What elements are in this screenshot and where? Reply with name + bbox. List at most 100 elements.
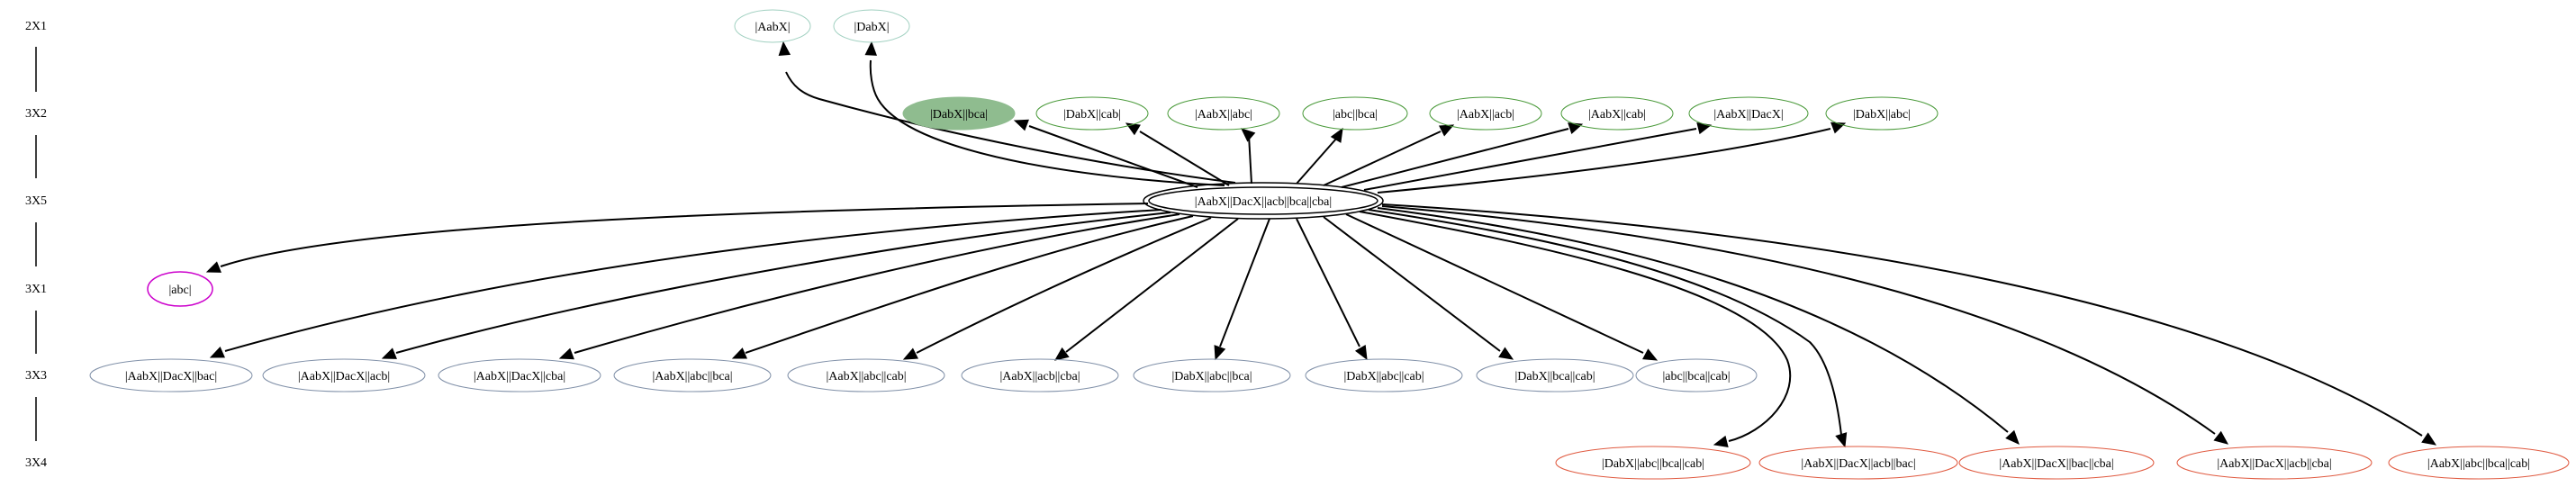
node-label: |DabX| bbox=[854, 21, 889, 34]
arrowhead bbox=[1830, 122, 1847, 134]
arrowhead bbox=[1053, 347, 1070, 361]
edge-to-dabx-abc-cab bbox=[1296, 218, 1368, 361]
node-label: |AabX||abc||bca| bbox=[652, 370, 732, 383]
edge-to-dabx-abc bbox=[1377, 122, 1847, 194]
rank-label-3X5: 3X5 bbox=[25, 194, 47, 208]
node-3x3-aabx-dacx-bac[interactable]: |AabX||DacX||bac| bbox=[89, 358, 253, 392]
node-label: |AabX||acb||cba| bbox=[999, 370, 1080, 383]
arrowhead bbox=[2005, 429, 2020, 445]
edge-to-dabx-bca bbox=[1013, 119, 1198, 188]
node-label: |AabX||DacX| bbox=[1713, 108, 1783, 122]
node-3x3-dabx-bca-cab[interactable]: |DabX||bca||cab| bbox=[1476, 358, 1634, 392]
edge-to-dabx-abc-bca bbox=[1214, 218, 1270, 361]
edge-to-aabx bbox=[778, 41, 1236, 184]
node-3x3-aabx-dacx-cba[interactable]: |AabX||DacX||cba| bbox=[438, 358, 601, 392]
edge-to-aabx-dacx-cba bbox=[558, 213, 1180, 360]
node-2x1-aabx[interactable]: |AabX| bbox=[734, 9, 811, 43]
node-label: |AabX| bbox=[755, 21, 790, 34]
node-3x2-dabx-cab[interactable]: |DabX||cab| bbox=[1035, 96, 1149, 131]
arrowhead bbox=[864, 41, 878, 56]
rank-label-3X4: 3X4 bbox=[25, 456, 47, 470]
node-3x3-aabx-acb-cba[interactable]: |AabX||acb||cba| bbox=[961, 358, 1119, 392]
edge-to-abc-bca-cab bbox=[1345, 213, 1659, 361]
node-label: |AabX||DacX||acb||bac| bbox=[1801, 457, 1915, 471]
edge-to-dabx-bca-cab bbox=[1323, 216, 1514, 360]
arrowhead bbox=[1713, 435, 1729, 448]
node-label: |AabX||DacX||bac| bbox=[125, 370, 217, 383]
node-3x4-dabx-abc-bca-cab[interactable]: |DabX||abc||bca||cab| bbox=[1555, 446, 1751, 480]
node-3x3-dabx-abc-cab[interactable]: |DabX||abc||cab| bbox=[1305, 358, 1463, 392]
arrowhead bbox=[1568, 122, 1584, 134]
node-3x5-aabx-dacx-acb-bca-cba[interactable]: |AabX||DacX||acb||bca||cba| bbox=[1143, 182, 1384, 220]
node-label: |AabX||acb| bbox=[1457, 108, 1514, 122]
node-label: |abc||bca| bbox=[1333, 108, 1378, 122]
node-3x2-dabx-bca[interactable]: |DabX||bca| bbox=[902, 96, 1016, 131]
node-3x3-dabx-abc-bca[interactable]: |DabX||abc||bca| bbox=[1133, 358, 1291, 392]
edge-to-aabx-abc-bca-cab bbox=[1381, 203, 2437, 446]
edge-to-dabx-abc-bca-cab bbox=[1359, 211, 1792, 448]
edge-to-dabx-cab bbox=[1125, 122, 1230, 186]
node-3x2-abc-bca[interactable]: |abc||bca| bbox=[1302, 96, 1408, 131]
node-3x3-aabx-abc-cab[interactable]: |AabX||abc||cab| bbox=[787, 358, 945, 392]
edge-to-aabx-dacx-acb-cba bbox=[1381, 205, 2228, 445]
arrowhead bbox=[1125, 122, 1141, 136]
node-label: |AabX||DacX||acb||cba| bbox=[2217, 457, 2331, 471]
node-3x4-aabx-dacx-acb-bac[interactable]: |AabX||DacX||acb||bac| bbox=[1758, 446, 1958, 480]
rank-label-3X1: 3X1 bbox=[25, 283, 47, 296]
edge-to-aabx-dacx-acb bbox=[381, 212, 1171, 359]
node-3x3-aabx-abc-bca[interactable]: |AabX||abc||bca| bbox=[613, 358, 772, 392]
edge-to-aabx-cab bbox=[1341, 122, 1584, 188]
node-3x2-aabx-dacx[interactable]: |AabX||DacX| bbox=[1688, 96, 1809, 131]
node-3x4-aabx-dacx-acb-cba[interactable]: |AabX||DacX||acb||cba| bbox=[2176, 446, 2373, 480]
node-3x2-aabx-acb[interactable]: |AabX||acb| bbox=[1429, 96, 1542, 131]
node-3x4-aabx-abc-bca-cab[interactable]: |AabX||abc||bca||cab| bbox=[2388, 446, 2570, 480]
arrowhead bbox=[558, 347, 574, 360]
edge-to-aabx-dacx bbox=[1363, 122, 1713, 191]
node-label: |AabX||abc||bca||cab| bbox=[2427, 457, 2530, 471]
edge-to-abc-bca bbox=[1296, 127, 1343, 185]
node-2x1-dabx[interactable]: |DabX| bbox=[833, 9, 910, 43]
node-3x3-aabx-dacx-acb[interactable]: |AabX||DacX||acb| bbox=[262, 358, 426, 392]
node-label: |DabX||bca| bbox=[930, 108, 988, 122]
node-3x3-abc-bca-cab[interactable]: |abc||bca||cab| bbox=[1635, 358, 1758, 392]
edge-to-aabx-abc-cab bbox=[902, 217, 1212, 360]
node-3x4-aabx-dacx-bac-cba[interactable]: |AabX||DacX||bac||cba| bbox=[1958, 446, 2155, 480]
arrowhead bbox=[1330, 127, 1343, 143]
arrowhead bbox=[1498, 347, 1514, 360]
arrowhead bbox=[381, 347, 397, 359]
arrowhead bbox=[209, 346, 225, 358]
rank-label-3X2: 3X2 bbox=[25, 107, 47, 121]
edge-to-aabx-dacx-acb-bac bbox=[1368, 209, 1848, 448]
node-label: |DabX||abc| bbox=[1853, 108, 1911, 122]
edge-to-aabx-abc bbox=[1241, 128, 1256, 185]
node-label: |DabX||abc||bca||cab| bbox=[1602, 457, 1704, 471]
arrowhead bbox=[205, 261, 221, 273]
node-label: |AabX||cab| bbox=[1588, 108, 1646, 122]
rank-label-3X3: 3X3 bbox=[25, 369, 47, 383]
arrowhead bbox=[1013, 119, 1029, 131]
node-3x2-dabx-abc[interactable]: |DabX||abc| bbox=[1825, 96, 1939, 131]
node-label: |AabX||DacX||acb||bca||cba| bbox=[1195, 195, 1332, 209]
arrowhead bbox=[2213, 430, 2228, 445]
arrowhead bbox=[902, 347, 918, 360]
edge-to-dabx bbox=[864, 41, 1225, 186]
node-3x2-aabx-abc[interactable]: |AabX||abc| bbox=[1167, 96, 1280, 131]
node-label: |DabX||abc||cab| bbox=[1343, 370, 1424, 383]
edge-to-abc bbox=[205, 203, 1149, 273]
node-label: |DabX||bca||cab| bbox=[1514, 370, 1595, 383]
edge-to-aabx-abc-bca bbox=[731, 215, 1194, 359]
edge-to-aabx-dacx-bac-cba bbox=[1377, 207, 2020, 445]
node-label: |AabX||DacX||bac||cba| bbox=[1999, 457, 2113, 471]
arrowhead bbox=[778, 41, 791, 57]
edge-to-aabx-acb bbox=[1323, 124, 1455, 186]
node-3x2-aabx-cab[interactable]: |AabX||cab| bbox=[1560, 96, 1674, 131]
node-label: |DabX||cab| bbox=[1063, 108, 1121, 122]
arrowhead bbox=[1835, 432, 1848, 448]
arrowhead bbox=[1354, 345, 1368, 361]
node-label: |AabX||abc| bbox=[1195, 108, 1252, 122]
node-3x1-abc[interactable]: |abc| bbox=[147, 271, 213, 307]
node-label: |DabX||abc||bca| bbox=[1171, 370, 1252, 383]
node-label: |AabX||DacX||acb| bbox=[298, 370, 390, 383]
arrowhead bbox=[1439, 124, 1455, 137]
